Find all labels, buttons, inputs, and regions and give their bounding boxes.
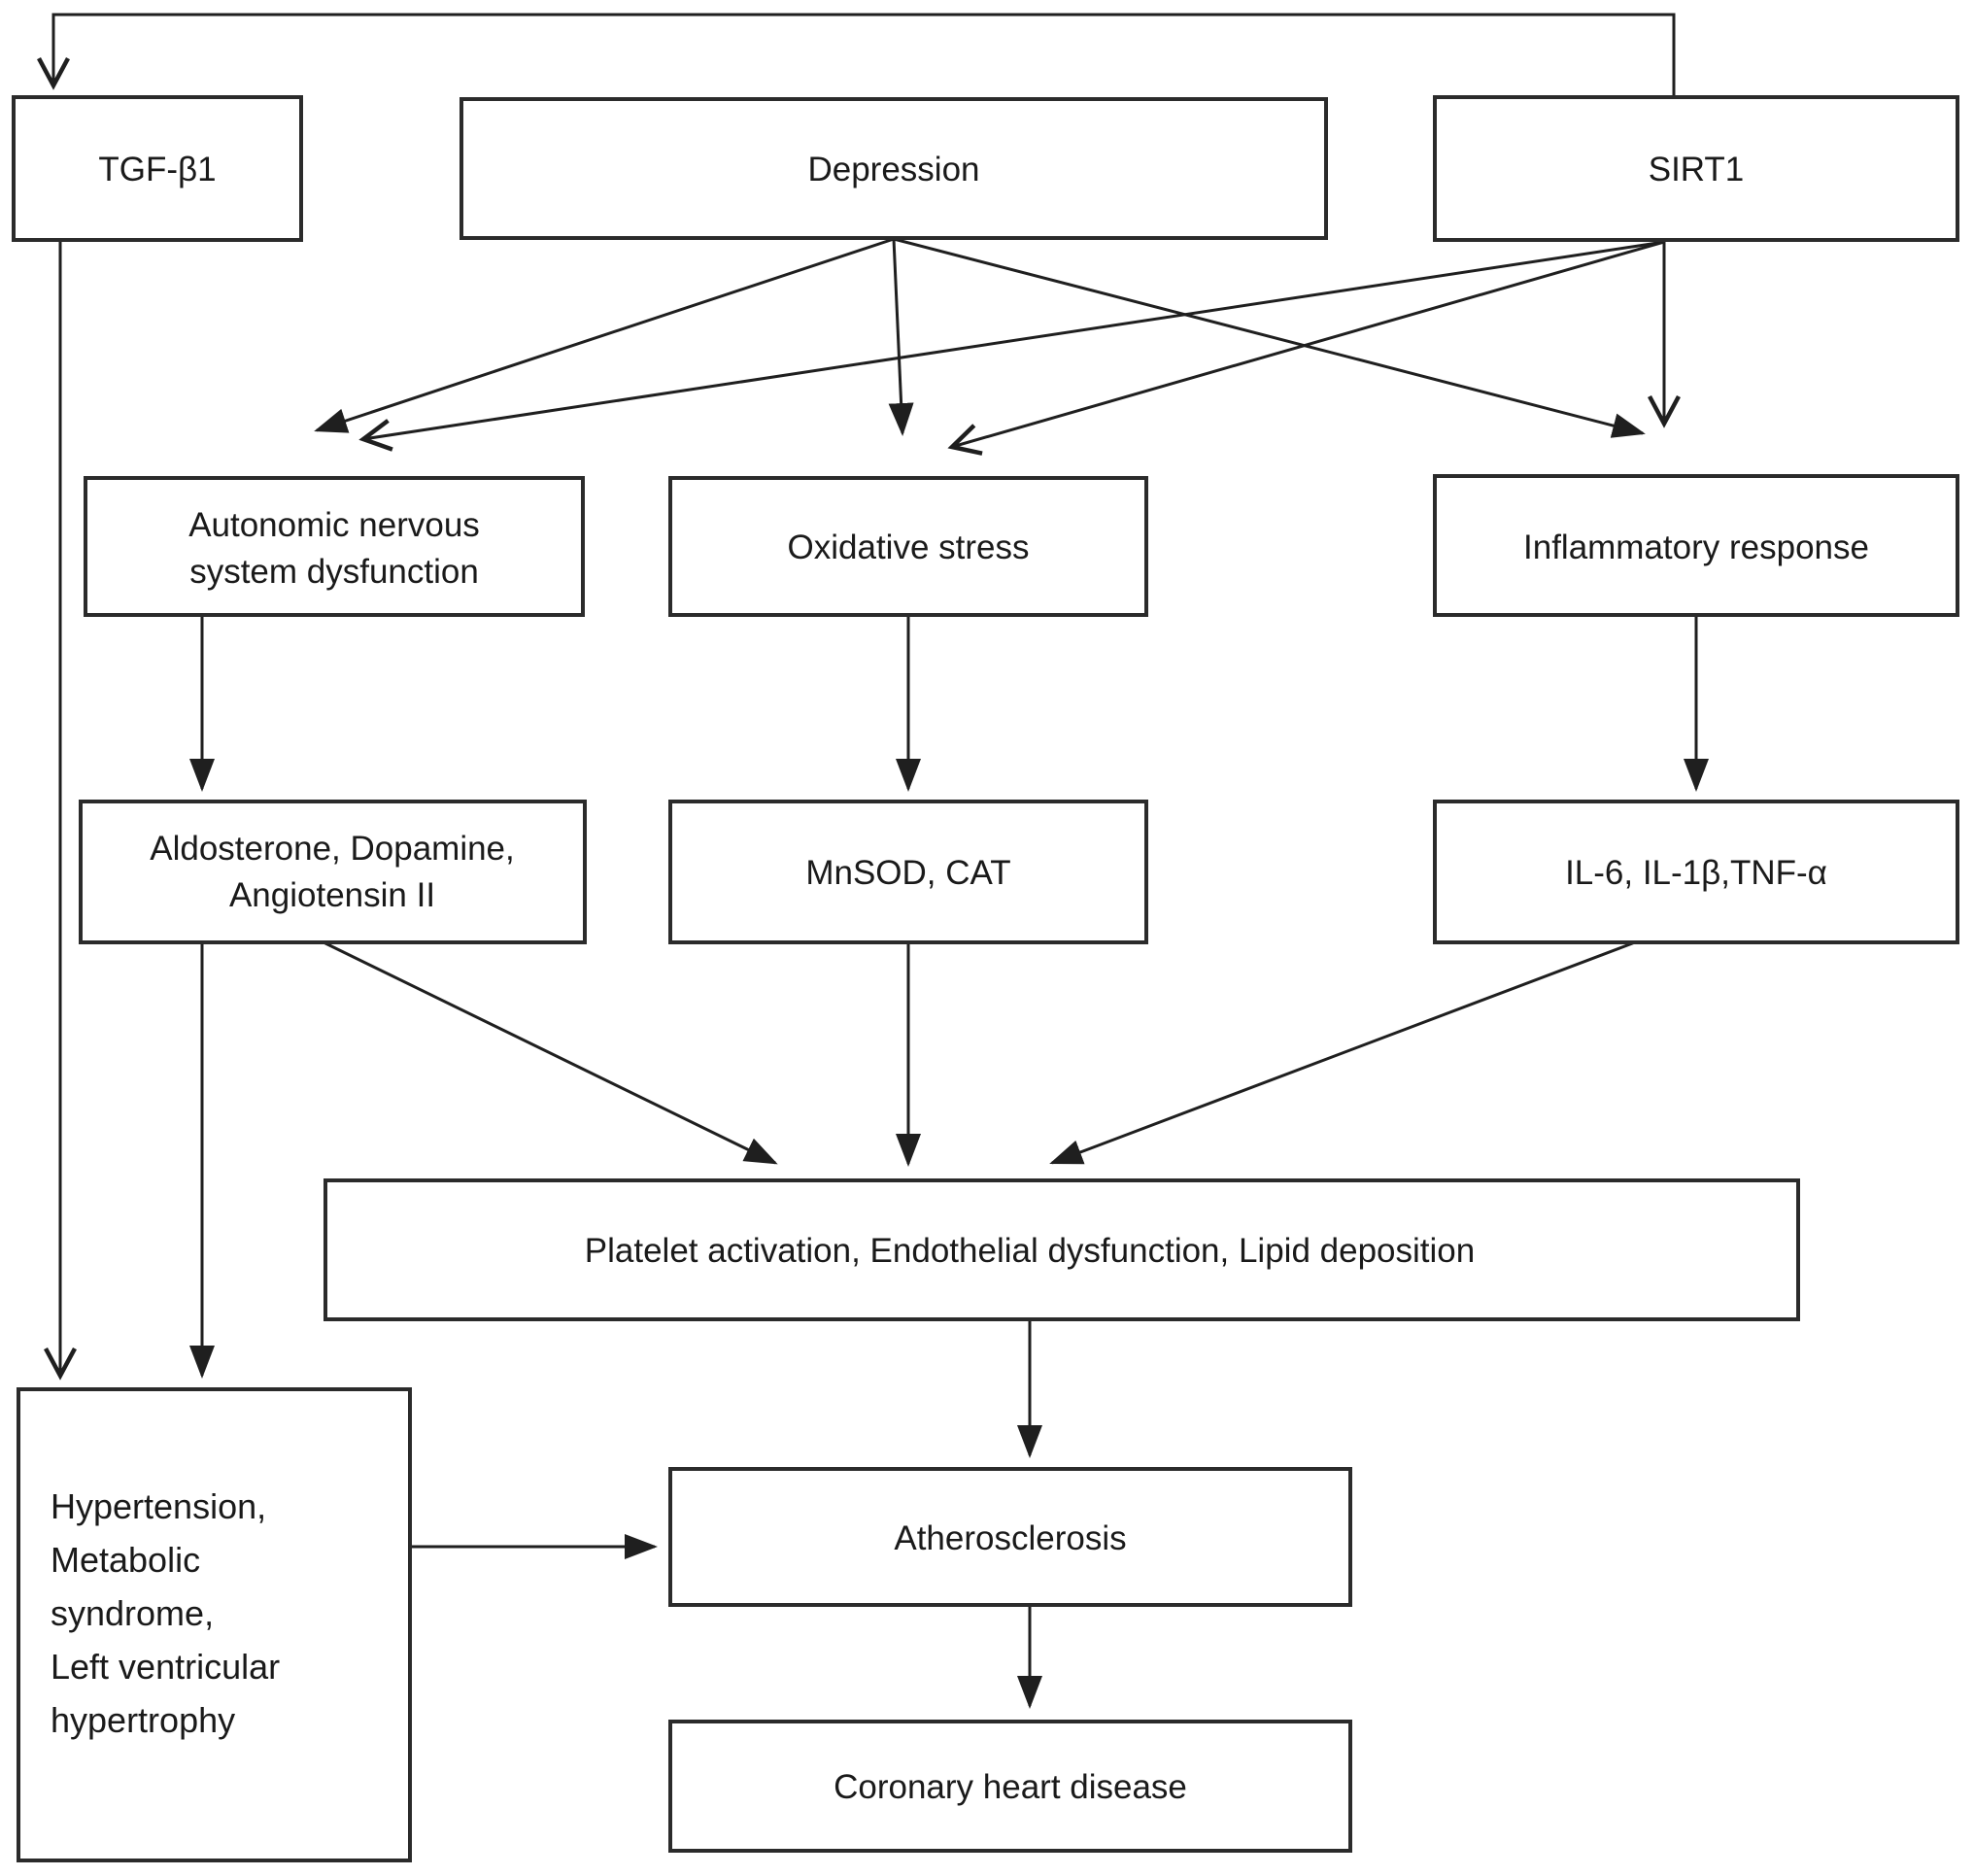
node-oxidative-stress-label: Oxidative stress: [788, 529, 1030, 566]
node-mnsod-label: MnSOD, CAT: [805, 854, 1010, 892]
edge-depression-to-ans: [314, 237, 895, 433]
edge-aldosterone-to-platelet: [323, 940, 778, 1165]
node-sirt1-box: [1433, 95, 1959, 242]
node-mnsod-box: [668, 800, 1148, 944]
node-sirt1-label: SIRT1: [1649, 151, 1745, 188]
edge-depression-to-oxidative: [888, 238, 914, 436]
node-hypertension-label-line5: hypertrophy: [51, 1700, 235, 1740]
node-hypertension-box: [17, 1387, 412, 1862]
node-hypertension-label-line3: syndrome,: [51, 1593, 214, 1633]
node-aldosterone-label-line1: Aldosterone, Dopamine,: [150, 830, 515, 868]
edge-depression-to-inflammatory: [893, 237, 1646, 438]
node-platelet-activation-label: Platelet activation, Endothelial dysfunc…: [585, 1232, 1475, 1270]
edge-sirt1-to-ans: [358, 240, 1665, 452]
node-depression-box: [459, 97, 1328, 240]
node-atherosclerosis-label: Atherosclerosis: [894, 1519, 1126, 1557]
node-il6-box: [1433, 800, 1959, 944]
node-coronary-heart-disease-label: Coronary heart disease: [834, 1768, 1187, 1806]
node-oxidative-stress: Oxidative stress: [668, 476, 1148, 617]
edge-sirt1-to-oxidative: [947, 240, 1665, 456]
node-atherosclerosis-box: [668, 1467, 1352, 1607]
node-tgfb1-box: [12, 95, 303, 242]
node-depression: Depression: [459, 97, 1328, 240]
node-platelet-activation-box: [323, 1178, 1800, 1321]
edge-sirt1-to-tgfb1: [37, 13, 1676, 97]
node-hypertension-label-line2: Metabolic: [51, 1540, 200, 1580]
node-ans-label-line2: system dysfunction: [189, 553, 479, 591]
node-coronary-heart-disease-box: [668, 1720, 1352, 1853]
node-sirt1: SIRT1: [1433, 95, 1959, 242]
node-tgfb1: TGF-β1: [12, 95, 303, 242]
node-aldosterone-label-line2: Angiotensin II: [229, 876, 435, 914]
node-inflammatory-response-label: Inflammatory response: [1523, 529, 1869, 566]
node-hypertension-label-line4: Left ventricular: [51, 1647, 280, 1687]
node-coronary-heart-disease: Coronary heart disease: [668, 1720, 1352, 1853]
edge-il6-to-platelet: [1049, 940, 1636, 1165]
node-atherosclerosis: Atherosclerosis: [668, 1467, 1352, 1607]
node-aldosterone: Aldosterone, Dopamine, Angiotensin II: [79, 800, 587, 944]
node-inflammatory-response: Inflammatory response: [1433, 474, 1959, 617]
node-inflammatory-response-box: [1433, 474, 1959, 617]
node-ans-box: [84, 476, 585, 617]
node-aldosterone-box: [79, 800, 587, 944]
node-platelet-activation: Platelet activation, Endothelial dysfunc…: [323, 1178, 1800, 1321]
node-oxidative-stress-box: [668, 476, 1148, 617]
node-il6: IL-6, IL-1β,TNF-α: [1433, 800, 1959, 944]
node-ans-label-line1: Autonomic nervous: [188, 506, 480, 544]
node-tgfb1-label: TGF-β1: [98, 151, 216, 188]
node-hypertension-label-line1: Hypertension,: [51, 1486, 266, 1526]
node-ans: Autonomic nervous system dysfunction: [84, 476, 585, 617]
node-il6-label: IL-6, IL-1β,TNF-α: [1565, 854, 1827, 892]
node-hypertension: Hypertension, Metabolic syndrome, Left v…: [17, 1387, 412, 1862]
node-mnsod: MnSOD, CAT: [668, 800, 1148, 944]
node-depression-label: Depression: [807, 151, 979, 188]
